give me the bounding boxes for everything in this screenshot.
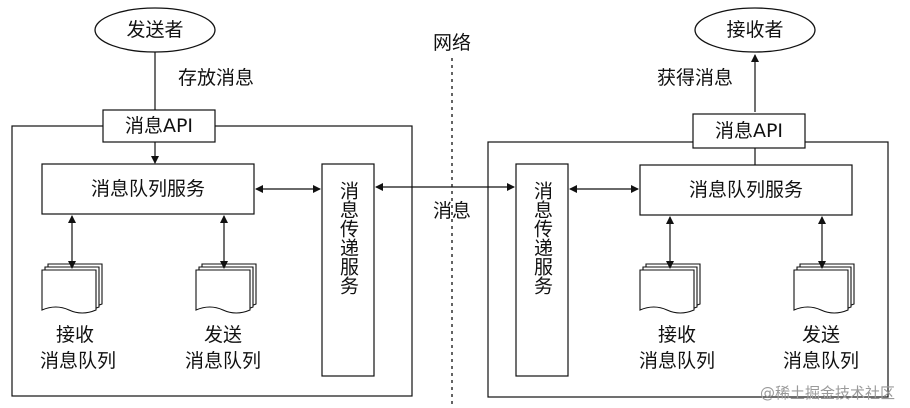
left-transfer-service-label: 消息传递服务 [337, 181, 359, 295]
right-queue-service-label: 消息队列服务 [688, 179, 804, 201]
left-transfer-service-box [321, 163, 375, 377]
left-recv-queue-line1: 接收 [55, 324, 94, 346]
right-send-queue-label: 发送 消息队列 [776, 322, 866, 374]
left-send-queue-line2: 消息队列 [184, 350, 261, 372]
receiver-action-label: 获得消息 [657, 67, 734, 89]
network-label: 网络 [432, 32, 472, 54]
left-recv-queue-icon [41, 263, 103, 314]
sender-action-label: 存放消息 [178, 67, 255, 89]
right-send-queue-icon [793, 263, 855, 314]
left-api-label: 消息API [124, 115, 194, 137]
right-recv-queue-line1: 接收 [657, 324, 696, 346]
right-api-box [692, 113, 806, 149]
left-send-queue-line1: 发送 [203, 324, 242, 346]
left-recv-queue-label: 接收 消息队列 [40, 322, 117, 374]
right-transfer-service-box [515, 163, 569, 377]
right-transfer-service-label: 消息传递服务 [531, 181, 553, 295]
receiver-title: 接收者 [726, 19, 784, 41]
message-label: 消息 [432, 200, 472, 222]
left-send-queue-label: 发送 消息队列 [178, 322, 268, 374]
sender-title: 发送者 [126, 19, 184, 41]
right-send-queue-line2: 消息队列 [782, 350, 859, 372]
right-recv-queue-label: 接收 消息队列 [632, 322, 722, 374]
right-api-label: 消息API [714, 120, 784, 142]
left-queue-service-label: 消息队列服务 [90, 178, 206, 200]
left-queue-service-box [41, 163, 255, 215]
left-api-box [102, 109, 216, 143]
watermark: @稀土掘金技术社区 [760, 384, 896, 402]
left-send-queue-icon [195, 263, 257, 314]
right-container [487, 141, 889, 398]
right-recv-queue-line2: 消息队列 [638, 350, 715, 372]
right-recv-queue-icon [639, 263, 701, 314]
right-send-queue-line1: 发送 [801, 324, 840, 346]
right-queue-service-box [639, 164, 853, 216]
left-recv-queue-line2: 消息队列 [40, 350, 117, 372]
receiver-ellipse [694, 7, 816, 53]
